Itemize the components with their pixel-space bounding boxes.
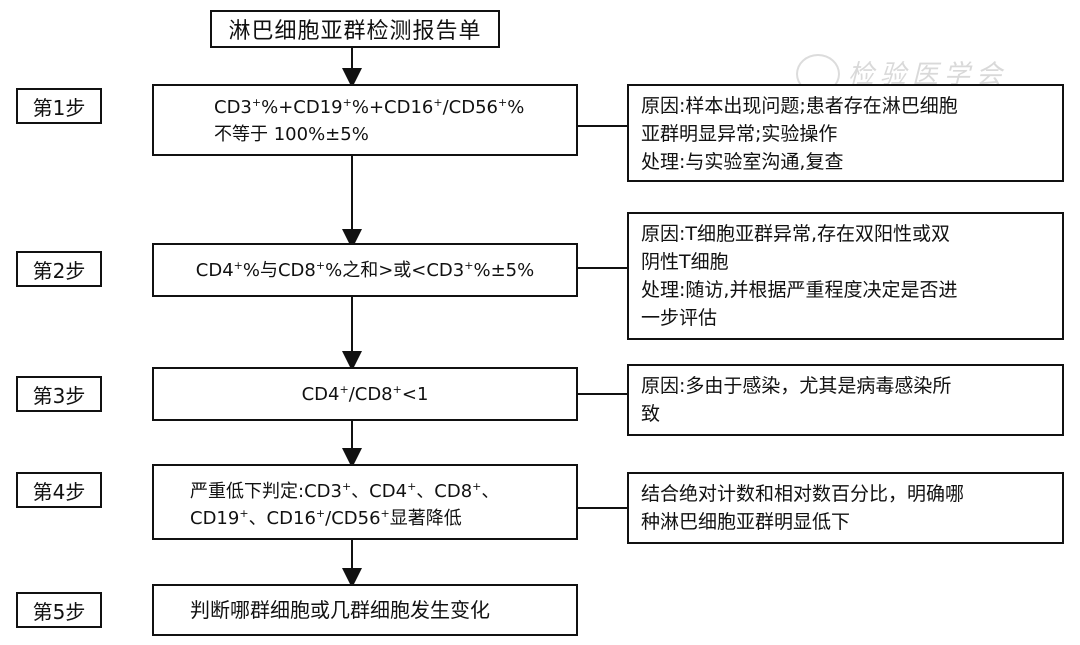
condition-step2-text: CD4+%与CD8+%之和>或<CD3+%±5% xyxy=(195,258,535,281)
condition-step1-line2: 不等于 100%±5% xyxy=(214,124,369,145)
note-step1: 原因:样本出现问题;患者存在淋巴细胞 亚群明显异常;实验操作 处理:与实验室沟通… xyxy=(627,84,1064,182)
condition-step4-line2: CD19+、CD16+/CD56+显著降低 xyxy=(190,507,462,529)
note-step2-line4: 一步评估 xyxy=(641,307,718,329)
note-step1-line1: 原因:样本出现问题;患者存在淋巴细胞 xyxy=(641,95,958,117)
step-label-3: 第3步 xyxy=(16,376,102,412)
condition-step1-line1: CD3+%+CD19+%+CD16+/CD56+% xyxy=(214,96,525,118)
step-label-5-text: 第5步 xyxy=(32,599,86,624)
condition-step1: CD3+%+CD19+%+CD16+/CD56+% 不等于 100%±5% xyxy=(152,84,578,156)
note-step1-line2: 亚群明显异常;实验操作 xyxy=(641,123,838,145)
note-step2: 原因:T细胞亚群异常,存在双阳性或双 阴性T细胞 处理:随访,并根据严重程度决定… xyxy=(627,212,1064,340)
note-step2-line2: 阴性T细胞 xyxy=(641,251,729,273)
note-step4: 结合绝对计数和相对数百分比，明确哪 种淋巴细胞亚群明显低下 xyxy=(627,472,1064,544)
condition-step2: CD4+%与CD8+%之和>或<CD3+%±5% xyxy=(152,243,578,297)
note-step4-line2: 种淋巴细胞亚群明显低下 xyxy=(641,511,851,533)
condition-step4-line1: 严重低下判定:CD3+、CD4+、CD8+、 xyxy=(190,480,500,502)
note-step2-line3: 处理:随访,并根据严重程度决定是否进 xyxy=(641,279,958,301)
step-label-4-text: 第4步 xyxy=(32,479,86,504)
step-label-3-text: 第3步 xyxy=(32,383,86,408)
step-label-1: 第1步 xyxy=(16,88,102,124)
condition-step3: CD4+/CD8+<1 xyxy=(152,367,578,421)
report-title-box: 淋巴细胞亚群检测报告单 xyxy=(210,10,500,48)
condition-step3-text: CD4+/CD8+<1 xyxy=(301,382,429,405)
note-step1-line3: 处理:与实验室沟通,复查 xyxy=(641,151,844,173)
condition-step5-text: 判断哪群细胞或几群细胞发生变化 xyxy=(190,597,490,622)
report-title: 淋巴细胞亚群检测报告单 xyxy=(228,19,482,44)
note-step2-line1: 原因:T细胞亚群异常,存在双阳性或双 xyxy=(641,223,951,245)
condition-step4: 严重低下判定:CD3+、CD4+、CD8+、 CD19+、CD16+/CD56+… xyxy=(152,464,578,540)
note-step3: 原因:多由于感染，尤其是病毒感染所 致 xyxy=(627,364,1064,436)
note-step4-line1: 结合绝对计数和相对数百分比，明确哪 xyxy=(641,483,965,505)
step-label-1-text: 第1步 xyxy=(32,95,86,120)
step-label-4: 第4步 xyxy=(16,472,102,508)
step-label-2-text: 第2步 xyxy=(32,258,86,283)
note-step3-line1: 原因:多由于感染，尤其是病毒感染所 xyxy=(641,375,952,397)
step-label-5: 第5步 xyxy=(16,592,102,628)
step-label-2: 第2步 xyxy=(16,251,102,287)
condition-step5: 判断哪群细胞或几群细胞发生变化 xyxy=(152,584,578,636)
note-step3-line2: 致 xyxy=(641,403,661,425)
